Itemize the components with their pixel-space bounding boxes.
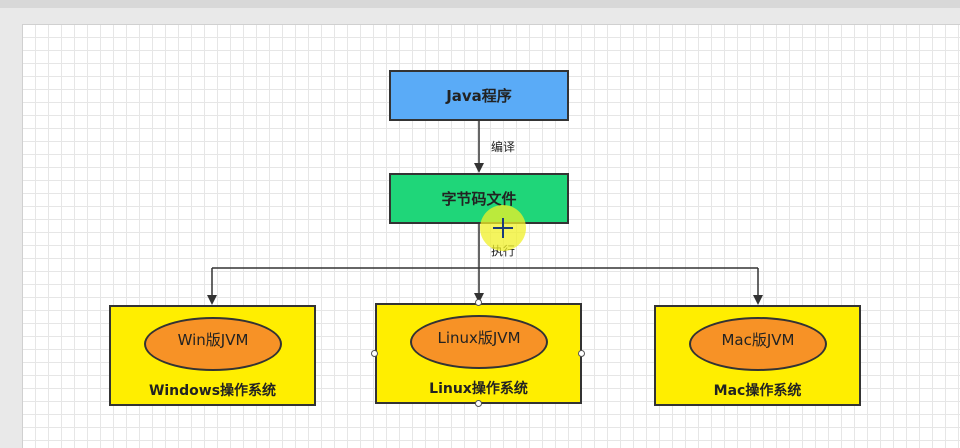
window-top-bar <box>0 0 960 8</box>
bytecode-file-box[interactable]: 字节码文件 <box>389 173 569 224</box>
mac-jvm-ellipse[interactable]: Mac版JVM <box>689 317 827 371</box>
bytecode-file-label: 字节码文件 <box>441 190 517 208</box>
windows-os-box[interactable]: Win版JVM Windows操作系统 <box>109 305 316 406</box>
compile-label: 编译 <box>491 140 516 154</box>
mac-jvm-label: Mac版JVM <box>721 330 795 349</box>
mac-os-label: Mac操作系统 <box>713 383 802 399</box>
resize-handle-top[interactable] <box>475 299 482 306</box>
resize-handle-bottom[interactable] <box>475 400 482 407</box>
windows-jvm-label: Win版JVM <box>177 330 249 349</box>
windows-os-label: Windows操作系统 <box>148 383 277 399</box>
windows-jvm-ellipse[interactable]: Win版JVM <box>144 317 282 371</box>
java-program-label: Java程序 <box>446 87 512 105</box>
resize-handle-left[interactable] <box>371 350 378 357</box>
resize-handle-right[interactable] <box>578 350 585 357</box>
move-cursor-icon <box>493 218 513 238</box>
linux-os-label: Linux操作系统 <box>429 381 528 397</box>
linux-jvm-label: Linux版JVM <box>437 328 521 347</box>
linux-jvm-ellipse[interactable]: Linux版JVM <box>410 315 548 369</box>
linux-os-box[interactable]: Linux版JVM Linux操作系统 <box>375 303 582 404</box>
java-program-box[interactable]: Java程序 <box>389 70 569 121</box>
mac-os-box[interactable]: Mac版JVM Mac操作系统 <box>654 305 861 406</box>
